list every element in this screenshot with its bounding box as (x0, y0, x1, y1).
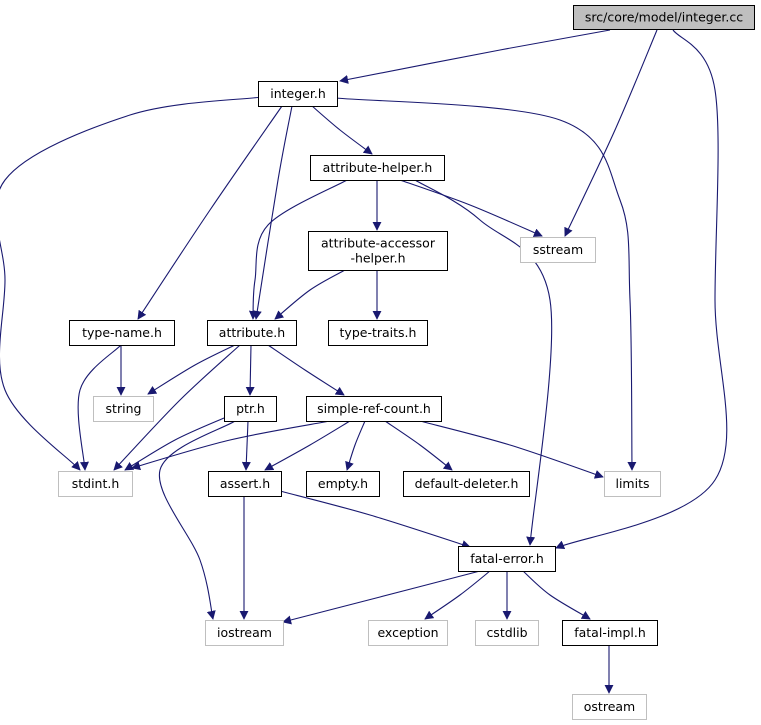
edges-layer (0, 29, 728, 694)
node-integer[interactable]: integer.h (258, 81, 338, 107)
node-box (205, 620, 284, 646)
node-box (224, 396, 277, 422)
node-fatal-impl[interactable]: fatal-impl.h (562, 620, 658, 646)
node-stdint: stdint.h (58, 471, 133, 497)
edge-attribute-to-ptr (245, 344, 255, 396)
node-box (573, 5, 755, 30)
edge-attribute-to-simple-ref-count (267, 344, 345, 396)
edge-fatal-error-to-exception (424, 570, 491, 620)
node-box (368, 620, 448, 646)
node-label: src/core/model/integer.cc (585, 10, 743, 25)
edge-simple-ref-count-to-stdint (131, 420, 331, 471)
edge-attribute-helper-to-attribute (248, 179, 348, 320)
node-assert[interactable]: assert.h (208, 471, 282, 497)
node-label: sstream (533, 242, 583, 257)
edge-ptr-to-assert (241, 420, 251, 471)
node-ptr[interactable]: ptr.h (224, 396, 277, 422)
edge-simple-ref-count-to-limits (419, 420, 604, 479)
node-box (310, 155, 445, 181)
edge-integer-to-attribute-helper (311, 105, 373, 155)
node-box (208, 471, 282, 497)
node-box (604, 471, 661, 497)
node-attribute-helper[interactable]: attribute-helper.h (310, 155, 445, 181)
edge-attribute-to-string (147, 344, 236, 395)
edge-integer-to-stdint (0, 96, 263, 471)
node-box (328, 320, 428, 346)
node-sstream: sstream (520, 237, 596, 263)
node-label: assert.h (220, 476, 270, 491)
node-iostream: iostream (205, 620, 284, 646)
node-label: ptr.h (236, 401, 265, 416)
edge-root-to-integer (339, 29, 611, 84)
edge-integer-to-attribute (252, 105, 293, 320)
node-label: fatal-error.h (470, 551, 544, 566)
node-label: default-deleter.h (415, 476, 519, 491)
edge-fatal-error-to-iostream (282, 570, 481, 625)
edge-attribute-accessor-helper-to-attribute (274, 269, 346, 320)
node-label: attribute.h (219, 325, 285, 340)
node-exception: exception (368, 620, 448, 646)
node-box (520, 237, 596, 263)
node-attribute[interactable]: attribute.h (207, 320, 297, 346)
edge-fatal-error-to-fatal-impl (522, 570, 591, 620)
node-label: stdint.h (72, 476, 120, 491)
edge-simple-ref-count-to-assert (264, 420, 351, 471)
node-label: exception (377, 625, 438, 640)
edge-ptr-to-iostream (158, 420, 236, 620)
edge-attribute-helper-to-sstream (399, 179, 543, 237)
node-label: string (106, 401, 142, 416)
edge-attribute-helper-to-fatal-error (414, 179, 553, 546)
node-type-name[interactable]: type-name.h (69, 320, 175, 346)
node-label: integer.h (270, 86, 326, 101)
node-box (93, 396, 154, 422)
node-box (207, 320, 297, 346)
node-box (306, 471, 380, 497)
node-string: string (93, 396, 154, 422)
node-limits: limits (604, 471, 661, 497)
node-fatal-error[interactable]: fatal-error.h (458, 546, 556, 572)
edge-root-to-fatal-error (555, 29, 728, 549)
node-label: cstdlib (486, 625, 527, 640)
node-box (58, 471, 133, 497)
edge-root-to-sstream (564, 29, 658, 237)
node-label: limits (615, 476, 649, 491)
node-ostream: ostream (572, 694, 647, 720)
edge-attribute-to-stdint (113, 344, 241, 471)
edge-ptr-to-stdint (124, 417, 225, 471)
node-box (403, 471, 530, 497)
node-root[interactable]: src/core/model/integer.cc (573, 5, 755, 30)
node-box (458, 546, 556, 572)
node-box (475, 620, 539, 646)
node-simple-ref-count[interactable]: simple-ref-count.h (306, 396, 442, 422)
node-box (572, 694, 647, 720)
node-box (562, 620, 658, 646)
node-default-deleter[interactable]: default-deleter.h (403, 471, 530, 497)
node-label: iostream (217, 625, 272, 640)
node-box (69, 320, 175, 346)
edge-type-name-to-stdint (77, 344, 122, 471)
edge-assert-to-fatal-error (279, 490, 471, 549)
node-label: attribute-accessor (321, 236, 436, 251)
node-empty[interactable]: empty.h (306, 471, 380, 497)
node-label: fatal-impl.h (574, 625, 646, 640)
node-box (306, 396, 442, 422)
node-label: type-name.h (82, 325, 162, 340)
node-box (258, 81, 338, 107)
edge-simple-ref-count-to-default-deleter (384, 420, 453, 471)
edge-integer-to-type-name (137, 105, 283, 320)
nodes-layer: src/core/model/integer.cc integer.h attrib… (58, 5, 755, 720)
edge-simple-ref-count-to-empty (345, 420, 366, 471)
node-attribute-accessor-helper[interactable]: attribute-accessor-helper.h (308, 231, 448, 271)
node-type-traits[interactable]: type-traits.h (328, 320, 428, 346)
node-box (308, 231, 448, 271)
node-label: empty.h (318, 476, 368, 491)
node-label: -helper.h (350, 251, 405, 266)
node-label: ostream (584, 699, 635, 714)
node-cstdlib: cstdlib (475, 620, 539, 646)
node-label: simple-ref-count.h (317, 401, 431, 416)
edge-integer-to-limits (335, 97, 637, 471)
node-label: type-traits.h (340, 325, 417, 340)
node-label: attribute-helper.h (323, 160, 433, 175)
